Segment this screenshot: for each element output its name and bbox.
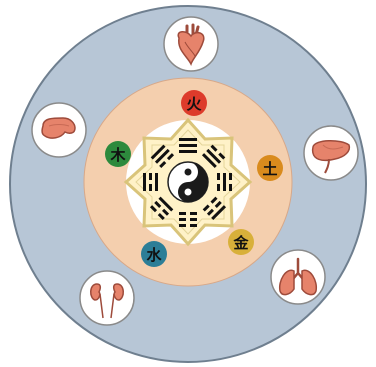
yin-yang-icon	[168, 162, 208, 202]
element-earth: 土	[257, 155, 283, 181]
heart-icon	[164, 17, 218, 71]
element-metal-label: 金	[232, 234, 249, 252]
element-wood: 木	[105, 141, 131, 167]
element-earth-label: 土	[262, 160, 277, 178]
element-metal: 金	[228, 229, 254, 255]
trigram-north	[179, 138, 197, 153]
element-fire: 火	[181, 90, 207, 116]
element-fire-label: 火	[186, 95, 202, 113]
kidneys-icon	[80, 271, 134, 325]
lungs-icon	[271, 250, 325, 304]
element-water-label: 水	[146, 246, 162, 264]
spleen-icon	[32, 103, 86, 157]
element-water: 水	[141, 241, 167, 267]
liver-icon	[304, 126, 358, 180]
element-wood-label: 木	[109, 146, 126, 164]
